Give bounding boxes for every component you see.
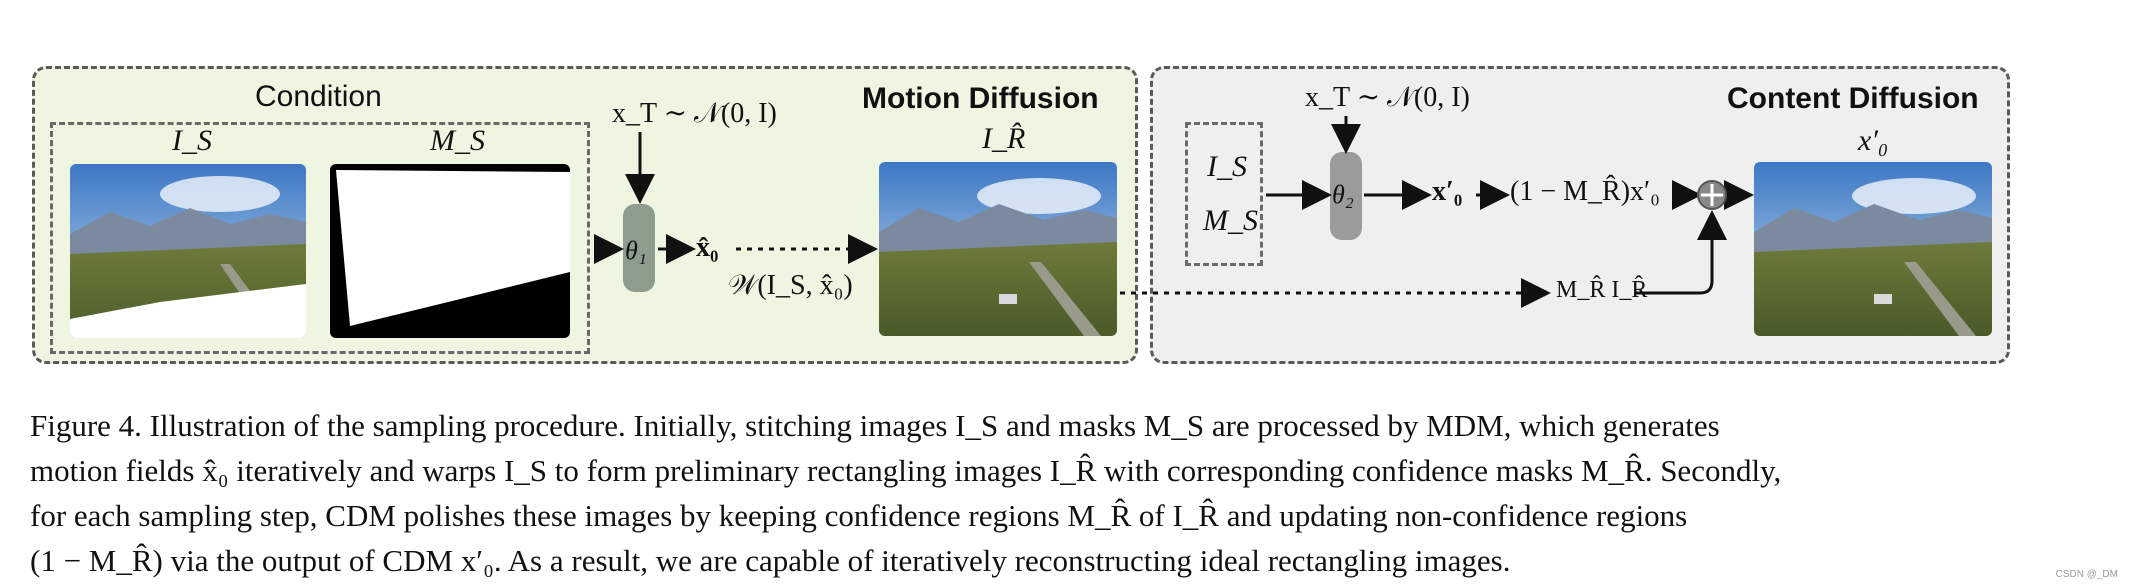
- motion-network-node: [623, 204, 655, 292]
- output-image: [1754, 162, 1992, 336]
- content-network-node: [1330, 152, 1362, 240]
- arrow-mask-product-to-sum: [1636, 210, 1727, 295]
- caption-line: for each sampling step, CDM polishes the…: [30, 498, 1688, 533]
- sum-operator-icon: [1697, 180, 1727, 210]
- content-diffusion-title: Content Diffusion: [1727, 82, 1979, 115]
- content-cond-mask-label: M_S: [1203, 204, 1258, 237]
- content-condition-box: [1185, 122, 1263, 266]
- condition-label: Condition: [255, 80, 382, 113]
- label-stitched-image: I_S: [172, 124, 212, 157]
- flow-arrows: [594, 116, 1754, 308]
- theta2-label: θ₂: [1332, 180, 1354, 209]
- noise-prior-right: x_T ∼ 𝒩(0, I): [1305, 82, 1470, 113]
- one-minus-mask-label: (1 − M_R̂)x′₀: [1510, 176, 1660, 207]
- theta1-label: θ₁: [625, 236, 647, 265]
- label-stitched-mask: M_S: [430, 124, 485, 157]
- caption-line: (1 − M_R̂) via the output of CDM x′₀. As…: [30, 543, 1511, 578]
- warp-label: 𝒲(I_S, x̂₀): [728, 270, 853, 301]
- caption-line: motion fields x̂₀ iteratively and warps …: [30, 453, 1782, 488]
- mask-times-image-label: M_R̂ I_R̂: [1556, 277, 1648, 303]
- stitched-mask: [330, 164, 570, 338]
- x0-hat-label: x̂₀: [696, 232, 719, 263]
- condition-box: [50, 122, 590, 354]
- figure-caption: Figure 4. Illustration of the sampling p…: [30, 403, 2010, 583]
- noise-prior-left: x_T ∼ 𝒩(0, I): [612, 98, 777, 129]
- rectangled-image: [879, 162, 1117, 336]
- caption-line: Figure 4. Illustration of the sampling p…: [30, 408, 1720, 443]
- motion-diffusion-title: Motion Diffusion: [862, 82, 1099, 115]
- label-output-image: x′₀: [1858, 124, 1889, 157]
- x0-prime-mid-label: x′₀: [1432, 176, 1463, 207]
- content-cond-image-label: I_S: [1207, 150, 1247, 183]
- label-rectangled-image: I_R̂: [982, 122, 1026, 155]
- watermark: CSDN @_DM: [2055, 569, 2118, 580]
- stitched-image: [70, 164, 306, 338]
